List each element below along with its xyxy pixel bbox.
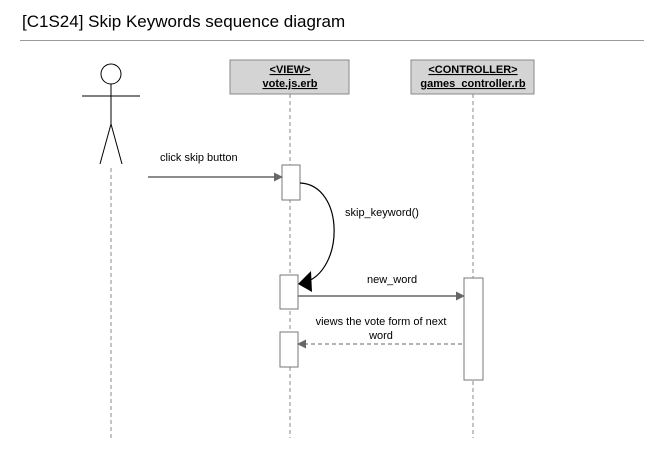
activation-view-1: [281, 164, 301, 201]
activation-controller: [463, 277, 484, 381]
page-title: [C1S24] Skip Keywords sequence diagram: [22, 12, 346, 31]
participant-controller-box: [410, 59, 535, 95]
participant-view-box: [229, 59, 350, 95]
participant-controller: <CONTROLLER> games_controller.rb: [410, 59, 535, 95]
message-views-vote-form-label-line-1: views the vote form of next: [316, 316, 447, 328]
participant-view-name: vote.js.erb: [262, 78, 317, 90]
message-new-word-label: new_word: [367, 274, 417, 286]
participant-controller-stereotype: <CONTROLLER>: [428, 64, 517, 76]
message-click-skip: click skip button: [148, 152, 283, 182]
actor-user: [82, 63, 140, 165]
message-views-vote-form-label-line-2: word: [368, 330, 393, 342]
message-skip-keyword-arrowhead: [298, 271, 312, 292]
participant-view: <VIEW> vote.js.erb: [229, 59, 350, 95]
message-skip-keyword-arrow: [299, 182, 335, 284]
actor-left-leg: [99, 123, 112, 165]
message-views-vote-form: views the vote form of next word: [297, 316, 462, 349]
message-skip-keyword: skip_keyword(): [298, 182, 419, 292]
actor-head: [100, 63, 122, 85]
actor-right-leg: [110, 123, 123, 165]
title-divider: [20, 40, 644, 41]
activation-view-2: [279, 274, 299, 310]
participant-view-stereotype: <VIEW>: [270, 64, 311, 76]
activation-view-3: [279, 331, 299, 368]
message-click-skip-label: click skip button: [160, 152, 238, 164]
message-skip-keyword-label: skip_keyword(): [345, 207, 419, 219]
message-new-word: new_word: [298, 274, 465, 301]
participant-controller-name: games_controller.rb: [420, 78, 525, 90]
